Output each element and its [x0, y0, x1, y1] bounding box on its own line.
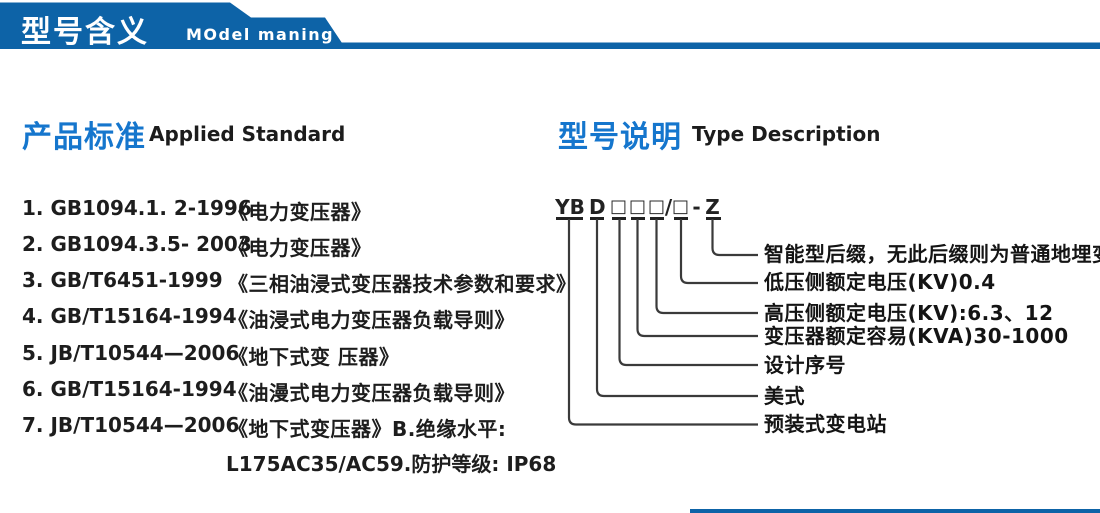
- standard-title: 《电力变压器》: [228, 236, 372, 260]
- code-segment-box1: □: [610, 196, 628, 217]
- standard-code: 1. GB1094.1. 2-1996: [22, 196, 252, 220]
- code-underline: [674, 216, 688, 220]
- connector-line: [679, 219, 758, 285]
- code-segment-slash: /: [664, 195, 673, 219]
- code-underline: [630, 216, 645, 220]
- code-underline: [556, 216, 583, 220]
- standard-code: 7. JB/T10544—2006: [22, 413, 240, 437]
- code-segment-box2: □: [629, 196, 647, 217]
- standard-title: 《地下式变压器》B.绝缘水平:: [228, 417, 507, 441]
- code-segment-yb: YB: [555, 195, 585, 219]
- standard-code: 2. GB1094.3.5- 2003: [22, 232, 252, 256]
- diagram-label-hv-voltage: 高压侧额定电压(KV):6.3、12: [764, 300, 1054, 325]
- code-underline: [611, 216, 626, 220]
- code-segment-box4: □: [672, 196, 690, 217]
- standard-title: 《地下式变 压器》: [228, 345, 400, 369]
- code-segment-d: D: [589, 195, 606, 219]
- standards-heading-cn: 产品标准: [22, 120, 146, 155]
- standard-title: 《电力变压器》: [228, 200, 372, 224]
- header-banner: [0, 2, 1100, 49]
- standard-title: 《油浸式电力变压器负载导则》: [228, 308, 515, 332]
- connector-line: [636, 219, 758, 338]
- page-subtitle: MOdel maning: [186, 25, 335, 44]
- code-underline: [590, 216, 604, 220]
- connector-line: [655, 219, 758, 315]
- standard-code: 5. JB/T10544—2006: [22, 341, 240, 365]
- diagram-label-american-style: 美式: [764, 383, 805, 408]
- code-segment-box3: □: [648, 196, 666, 217]
- connector-line: [595, 219, 758, 398]
- standard-title: 《油漫式电力变压器负载导则》: [228, 381, 515, 405]
- diagram-label-suffix: 智能型后缀，无此后缀则为普通地埋变: [764, 242, 1100, 266]
- type-heading-en: Type Description: [692, 122, 881, 146]
- diagram-label-lv-voltage: 低压侧额定电压(KV)0.4: [764, 270, 996, 294]
- code-underline: [649, 216, 664, 220]
- standard-code: 4. GB/T15164-1994: [22, 304, 237, 328]
- header-rule-line: [0, 42, 1100, 49]
- type-heading-cn: 型号说明: [558, 120, 682, 155]
- standard-code: 3. GB/T6451-1999: [22, 268, 223, 292]
- bottom-accent-line: [690, 509, 1100, 513]
- standard-code: 6. GB/T15164-1994: [22, 377, 237, 401]
- connector-line: [618, 219, 758, 367]
- page-title: 型号含义: [21, 15, 149, 50]
- standard-continuation: L175AC35/AC59.防护等级: IP68: [226, 452, 557, 476]
- diagram-label-design-serial: 设计序号: [764, 352, 846, 377]
- code-segment-z: Z: [705, 195, 720, 219]
- code-underline: [705, 216, 721, 220]
- code-segment-dash: -: [692, 195, 701, 219]
- diagram-label-prefabricated-substation: 预装式变电站: [764, 411, 887, 436]
- connector-line: [567, 219, 758, 426]
- connector-line: [711, 219, 758, 257]
- standards-heading-en: Applied Standard: [149, 122, 346, 146]
- diagram-label-capacity: 变压器额定容易(KVA)30-1000: [764, 323, 1069, 348]
- header-banner-shape: [0, 2, 346, 49]
- standard-title: 《三相油浸式变压器技术参数和要求》: [228, 272, 577, 296]
